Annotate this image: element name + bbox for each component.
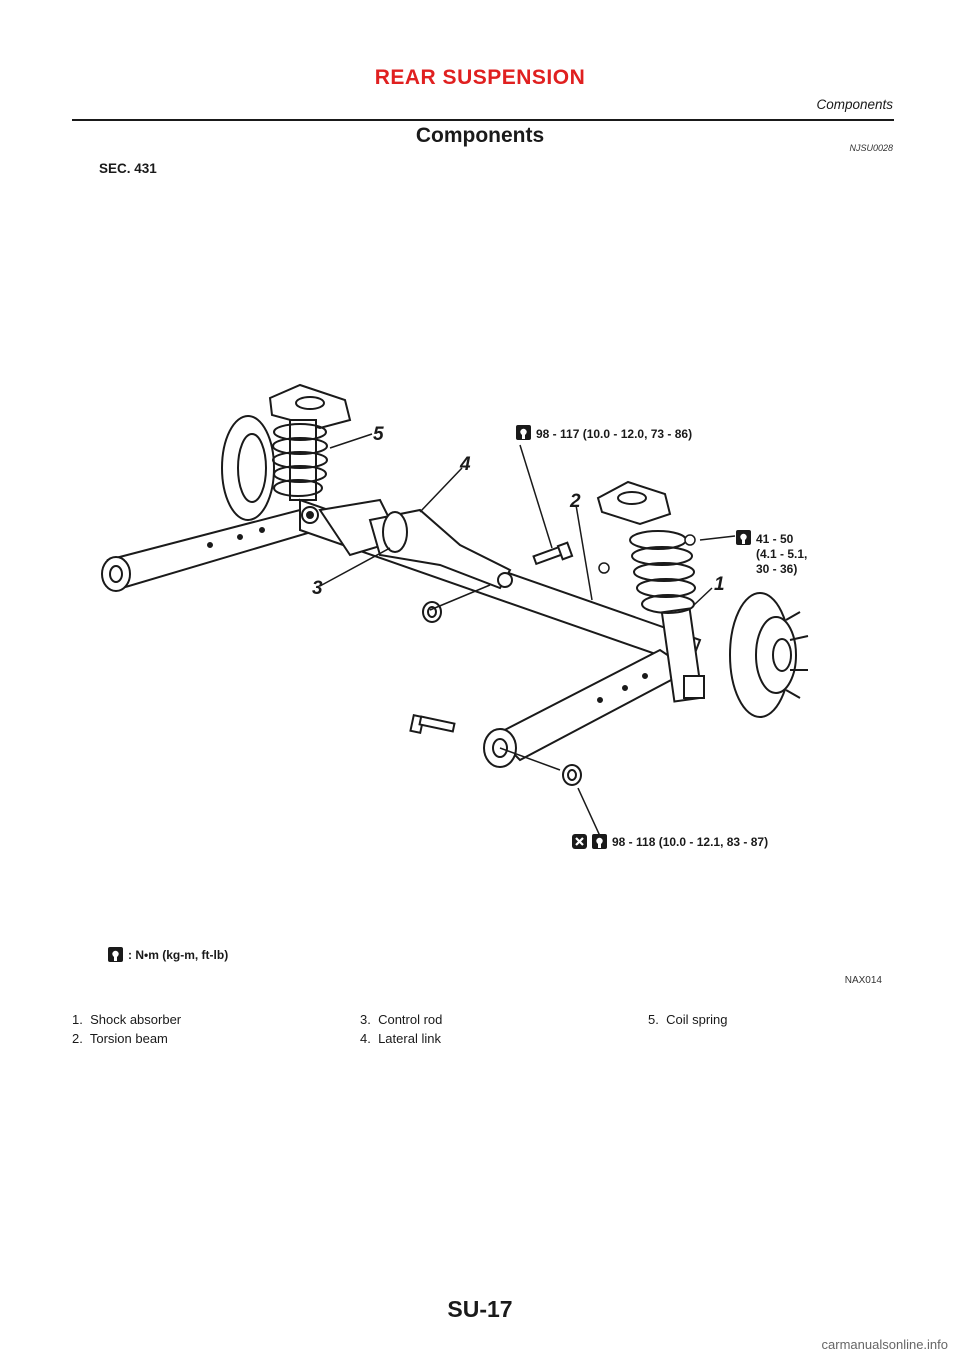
left-strut-assembly xyxy=(268,383,352,501)
legend-label: Coil spring xyxy=(666,1012,728,1027)
callout-3: 3 xyxy=(312,578,323,599)
right-trailing-arm xyxy=(483,648,692,768)
callout-5: 5 xyxy=(373,424,384,445)
legend-number: 1. xyxy=(72,1012,83,1027)
watermark: carmanualsonline.info xyxy=(821,1337,948,1352)
section-code: SEC. 431 xyxy=(99,161,157,176)
control-rod-nut xyxy=(422,601,442,623)
legend-number: 3. xyxy=(360,1012,371,1027)
header-section-title: REAR SUSPENSION xyxy=(374,66,586,89)
torque-spec-lateral-link: 98 - 117 (10.0 - 12.0, 73 - 86) xyxy=(536,427,692,441)
legend-label: Shock absorber xyxy=(90,1012,182,1027)
torque-wrench-icon xyxy=(108,947,123,962)
legend-item: 2. Torsion beam xyxy=(72,1031,168,1046)
upper-mount-nuts xyxy=(598,534,696,574)
torque-wrench-icon xyxy=(592,834,607,849)
legend-number: 5. xyxy=(648,1012,659,1027)
replace-part-icon xyxy=(572,834,587,849)
legend-number: 2. xyxy=(72,1031,83,1046)
legend-number: 4. xyxy=(360,1031,371,1046)
header-rule xyxy=(72,119,894,121)
legend-item: 4. Lateral link xyxy=(360,1031,441,1046)
callout-1: 1 xyxy=(714,574,725,595)
left-brake-drum xyxy=(221,415,275,521)
lower-mount-bolt xyxy=(409,713,456,735)
legend-label: Lateral link xyxy=(378,1031,441,1046)
right-hub-assembly xyxy=(729,592,809,718)
legend-item: 3. Control rod xyxy=(360,1012,442,1027)
torque-spec-upper-2: (4.1 - 5.1, xyxy=(756,547,807,561)
legend-label: Torsion beam xyxy=(89,1031,168,1046)
leader-lines xyxy=(319,433,736,837)
callout-numbers: 1 2 3 4 5 xyxy=(312,424,725,599)
right-strut-assembly xyxy=(596,480,705,703)
reference-code: NJSU0028 xyxy=(849,143,893,153)
torque-spec-upper-1: 41 - 50 xyxy=(756,532,794,546)
header-subsection: Components xyxy=(816,97,893,112)
figure-code: NAX014 xyxy=(844,975,882,986)
rear-suspension-diagram: 1 2 3 4 5 98 - 117 (10.0 - 12.0, 73 - 86… xyxy=(101,383,809,962)
lateral-link xyxy=(368,508,513,590)
legend-item: 5. Coil spring xyxy=(648,1012,728,1027)
lateral-link-bolt xyxy=(532,541,574,566)
torque-spec-upper-3: 30 - 36) xyxy=(756,562,797,576)
page-title: Components xyxy=(415,124,545,147)
torque-unit-legend: : N•m (kg-m, ft-lb) xyxy=(128,948,228,962)
lower-mount-nut xyxy=(562,764,582,786)
callout-4: 4 xyxy=(459,454,471,475)
callout-2: 2 xyxy=(569,491,581,512)
torque-wrench-icon xyxy=(736,530,751,545)
torque-spec-beam-bolt: 98 - 118 (10.0 - 12.1, 83 - 87) xyxy=(612,835,768,849)
legend-label: Control rod xyxy=(378,1012,443,1027)
legend-item: 1. Shock absorber xyxy=(72,1012,181,1027)
torque-wrench-icon xyxy=(516,425,531,440)
left-trailing-arm xyxy=(101,508,320,592)
page-number: SU-17 xyxy=(447,1296,513,1322)
